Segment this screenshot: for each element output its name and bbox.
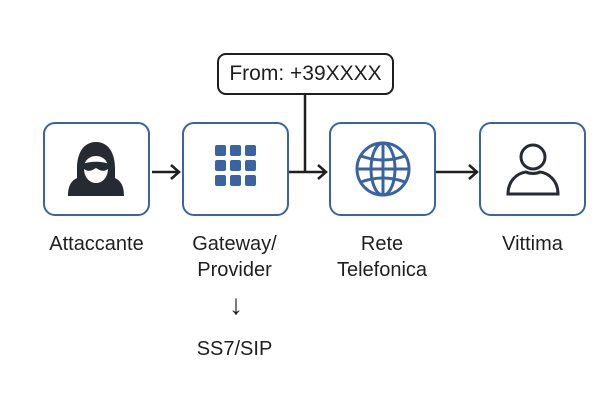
node-vittima — [479, 122, 586, 216]
edge-attaccante-gateway — [152, 164, 181, 180]
user-icon — [506, 143, 560, 196]
caller-id-callout: From: +39XXXX — [217, 53, 394, 95]
keypad-grid-icon — [215, 145, 256, 186]
node-rete-telefonica — [329, 122, 436, 216]
label-gateway-line1: Gateway/ — [192, 233, 277, 255]
label-vittima: Vittima — [459, 231, 606, 257]
label-gateway: Gateway/ Provider — [161, 231, 308, 283]
node-gateway — [182, 122, 289, 216]
down-arrow-icon: ↓ — [229, 289, 243, 320]
globe-icon — [355, 141, 411, 197]
label-gateway-line2: Provider — [197, 259, 272, 281]
label-vittima-line1: Vittima — [502, 233, 563, 255]
node-attaccante — [43, 122, 150, 216]
label-rete-line1: Rete — [360, 233, 404, 255]
hacker-icon — [68, 142, 124, 196]
label-rete-line2: Telefonica — [336, 259, 428, 281]
edge-rete-vittima — [432, 164, 479, 180]
label-attaccante-line1: Attaccante — [49, 233, 144, 255]
label-rete-telefonica: Rete Telefonica — [307, 231, 457, 283]
label-ss7-sip: SS7/SIP — [196, 338, 273, 360]
label-attaccante: Attaccante — [23, 231, 170, 257]
